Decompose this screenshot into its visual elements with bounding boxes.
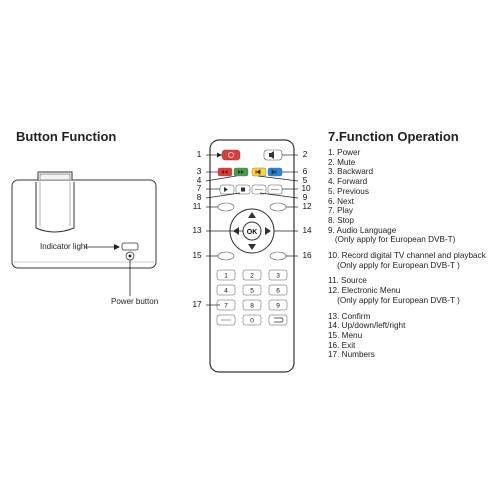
function-item: 6. Next <box>328 196 354 206</box>
menu-key <box>217 251 235 261</box>
function-item: (Only apply for European DVB-T ) <box>328 260 460 270</box>
callout-3: 3 <box>196 167 202 176</box>
number-key <box>216 284 236 296</box>
callout-12: 12 <box>302 202 312 211</box>
power-key <box>221 149 241 161</box>
callout-line-9 <box>259 192 299 199</box>
return-key <box>268 314 288 326</box>
function-item: 10. Record digital TV channel and playba… <box>328 251 486 261</box>
vent <box>39 173 71 181</box>
callout-arrow-1 <box>217 152 222 158</box>
play-icon <box>224 187 228 192</box>
number-key <box>216 269 236 281</box>
rewind-icon <box>221 170 228 174</box>
exit-key <box>269 251 287 261</box>
function-item: (Only apply for European DVB-T) <box>328 235 456 245</box>
callout-lines <box>205 154 299 306</box>
number-key-label: 3 <box>276 273 280 280</box>
number-key-label: 8 <box>250 303 254 310</box>
function-item: 12. Electronic Menu <box>328 286 401 296</box>
number-key-label: 5 <box>250 288 254 295</box>
callout-4: 4 <box>196 176 202 185</box>
number-key-label: 1 <box>224 273 228 280</box>
callout-line-4 <box>205 175 237 182</box>
number-key <box>268 269 288 281</box>
callout-5: 5 <box>302 176 308 185</box>
function-item: 17. Numbers <box>328 350 375 360</box>
number-key-label: 9 <box>276 303 280 310</box>
fast-forward-icon <box>238 170 244 174</box>
function-item: 16. Exit <box>328 340 356 350</box>
stop-icon <box>241 187 245 192</box>
power-icon <box>228 152 234 158</box>
function-item: 11. Source <box>328 276 367 286</box>
callout-15: 15 <box>192 251 202 260</box>
function-item: 5. Previous <box>328 186 369 196</box>
callout-6: 6 <box>302 167 308 176</box>
function-item: 8. Stop <box>328 215 354 225</box>
function-item: 15. Menu <box>328 330 363 340</box>
number-key-label: 7 <box>224 303 228 310</box>
lens-housing <box>35 182 75 233</box>
function-item: 14. Up/down/left/right <box>328 321 406 331</box>
function-item: 9. Audio Language <box>328 225 397 235</box>
source-key <box>217 202 235 212</box>
up-arrow-icon <box>248 212 256 218</box>
return-icon <box>274 317 284 323</box>
number-key-label: 4 <box>224 288 228 295</box>
right-arrow-icon <box>265 227 271 235</box>
number-key <box>242 284 262 296</box>
function-item: 7. Play <box>328 206 354 216</box>
function-item: 13. Confirm <box>328 311 371 321</box>
next-icon <box>271 169 277 175</box>
number-key <box>242 269 262 281</box>
callout-2: 2 <box>302 150 308 159</box>
previous-icon <box>255 169 261 175</box>
callout-10: 10 <box>301 184 311 193</box>
callout-11: 11 <box>192 202 202 211</box>
zero-key <box>242 314 262 326</box>
function-item: (Only apply for European DVB-T ) <box>328 295 460 305</box>
mute-icon <box>269 151 274 159</box>
callout-7: 7 <box>196 184 202 193</box>
number-key <box>242 299 262 311</box>
function-operation-title: 7.Function Operation <box>328 129 459 144</box>
function-item: 4. Forward <box>328 177 368 187</box>
function-item: 3. Backward <box>328 167 374 177</box>
indicator-arrow-head <box>114 244 120 250</box>
callout-16: 16 <box>302 251 312 260</box>
button-function-title: Button Function <box>16 129 117 144</box>
callout-line-5 <box>257 175 299 182</box>
callout-9: 9 <box>302 193 308 202</box>
indicator-light <box>121 242 139 251</box>
callout-1: 1 <box>196 150 202 159</box>
power-button-label: Power button <box>111 297 159 306</box>
callout-8: 8 <box>196 193 202 202</box>
number-key-label: 0 <box>250 318 254 325</box>
indicator-light-label: Indicator light <box>40 242 88 251</box>
callout-line-8 <box>205 192 241 199</box>
power-button-center <box>128 254 132 258</box>
ok-label: OK <box>247 229 258 236</box>
number-key-label: 6 <box>276 288 280 295</box>
electronic-menu-key <box>269 202 287 212</box>
callout-13: 13 <box>192 226 202 235</box>
callout-17: 17 <box>192 300 202 309</box>
number-key <box>268 299 288 311</box>
callout-14: 14 <box>302 226 312 235</box>
down-arrow-icon <box>248 244 256 250</box>
number-key-label: 2 <box>250 273 254 280</box>
function-item: 1. Power <box>328 148 361 157</box>
function-item: 2. Mute <box>328 157 356 167</box>
number-key <box>268 284 288 296</box>
